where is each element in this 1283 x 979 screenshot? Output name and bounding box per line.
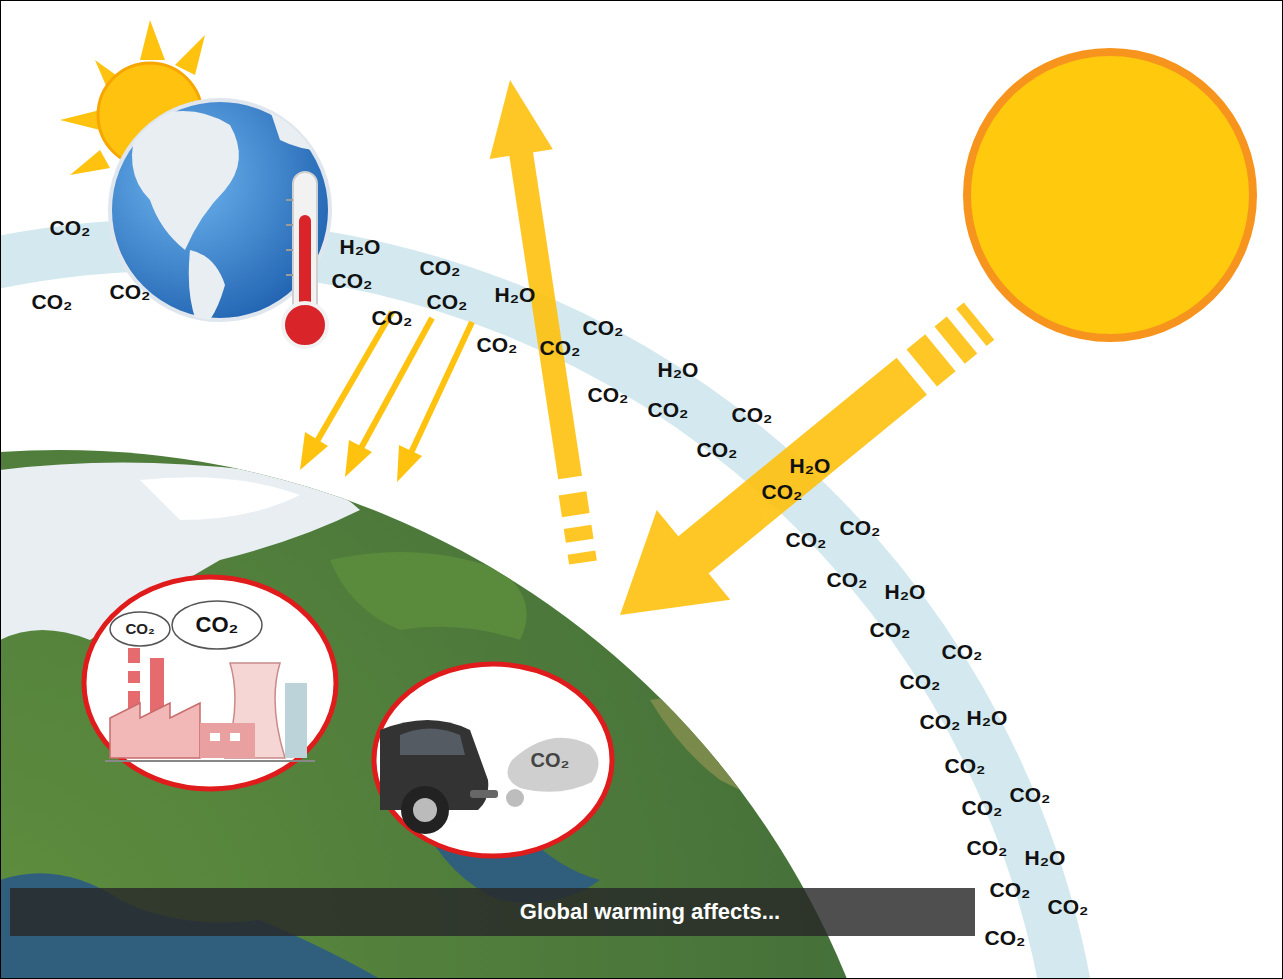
co2-molecule: CO₂ <box>840 516 881 539</box>
co2-molecule: CO₂ <box>583 316 624 339</box>
smoke-label: CO₂ <box>531 749 570 771</box>
co2-molecule: CO₂ <box>1048 895 1089 918</box>
smoke-label: CO₂ <box>196 613 239 637</box>
co2-molecule: CO₂ <box>990 878 1031 901</box>
water-molecule: H₂O <box>1025 846 1066 869</box>
co2-molecule: CO₂ <box>942 640 983 663</box>
co2-molecule: CO₂ <box>540 336 581 359</box>
co2-molecule: CO₂ <box>1010 783 1051 806</box>
co2-molecule: CO₂ <box>762 480 803 503</box>
water-molecule: H₂O <box>885 580 926 603</box>
reflected-heat-arrows <box>300 312 472 482</box>
co2-molecule: CO₂ <box>588 383 629 406</box>
caption-bar <box>10 888 975 936</box>
co2-molecule: CO₂ <box>786 528 827 551</box>
co2-molecule: CO₂ <box>420 256 461 279</box>
co2-molecule: CO₂ <box>648 398 689 421</box>
co2-molecule: CO₂ <box>962 796 1003 819</box>
sun <box>967 52 1253 338</box>
factory-circle: CO₂ CO₂ <box>80 573 340 793</box>
co2-molecule: CO₂ <box>477 333 518 356</box>
co2-molecule: CO₂ <box>332 269 373 292</box>
co2-molecule: CO₂ <box>50 216 91 239</box>
co2-molecule: CO₂ <box>732 403 773 426</box>
water-molecule: H₂O <box>340 235 381 258</box>
car-circle: CO₂ <box>370 660 616 860</box>
water-molecule: H₂O <box>790 454 831 477</box>
co2-molecule: CO₂ <box>900 670 941 693</box>
factory-picture <box>80 573 340 793</box>
water-molecule: H₂O <box>658 358 699 381</box>
co2-molecule: CO₂ <box>427 290 468 313</box>
co2-molecule: CO₂ <box>985 926 1026 949</box>
co2-molecule: CO₂ <box>697 438 738 461</box>
water-molecule: H₂O <box>967 706 1008 729</box>
car-picture <box>370 660 616 860</box>
co2-molecule: CO₂ <box>920 710 961 733</box>
co2-molecule: CO₂ <box>870 618 911 641</box>
co2-molecule: CO₂ <box>967 836 1008 859</box>
caption: Global warming affects... <box>520 899 780 925</box>
globe-icon <box>60 20 330 347</box>
co2-molecule: CO₂ <box>372 306 413 329</box>
co2-molecule: CO₂ <box>827 568 868 591</box>
smoke-label: CO₂ <box>125 621 154 638</box>
co2-molecule: CO₂ <box>945 754 986 777</box>
incoming-radiation-arrow <box>583 276 1016 660</box>
co2-molecule: CO₂ <box>32 290 73 313</box>
water-molecule: H₂O <box>495 283 536 306</box>
co2-molecule: CO₂ <box>110 280 151 303</box>
